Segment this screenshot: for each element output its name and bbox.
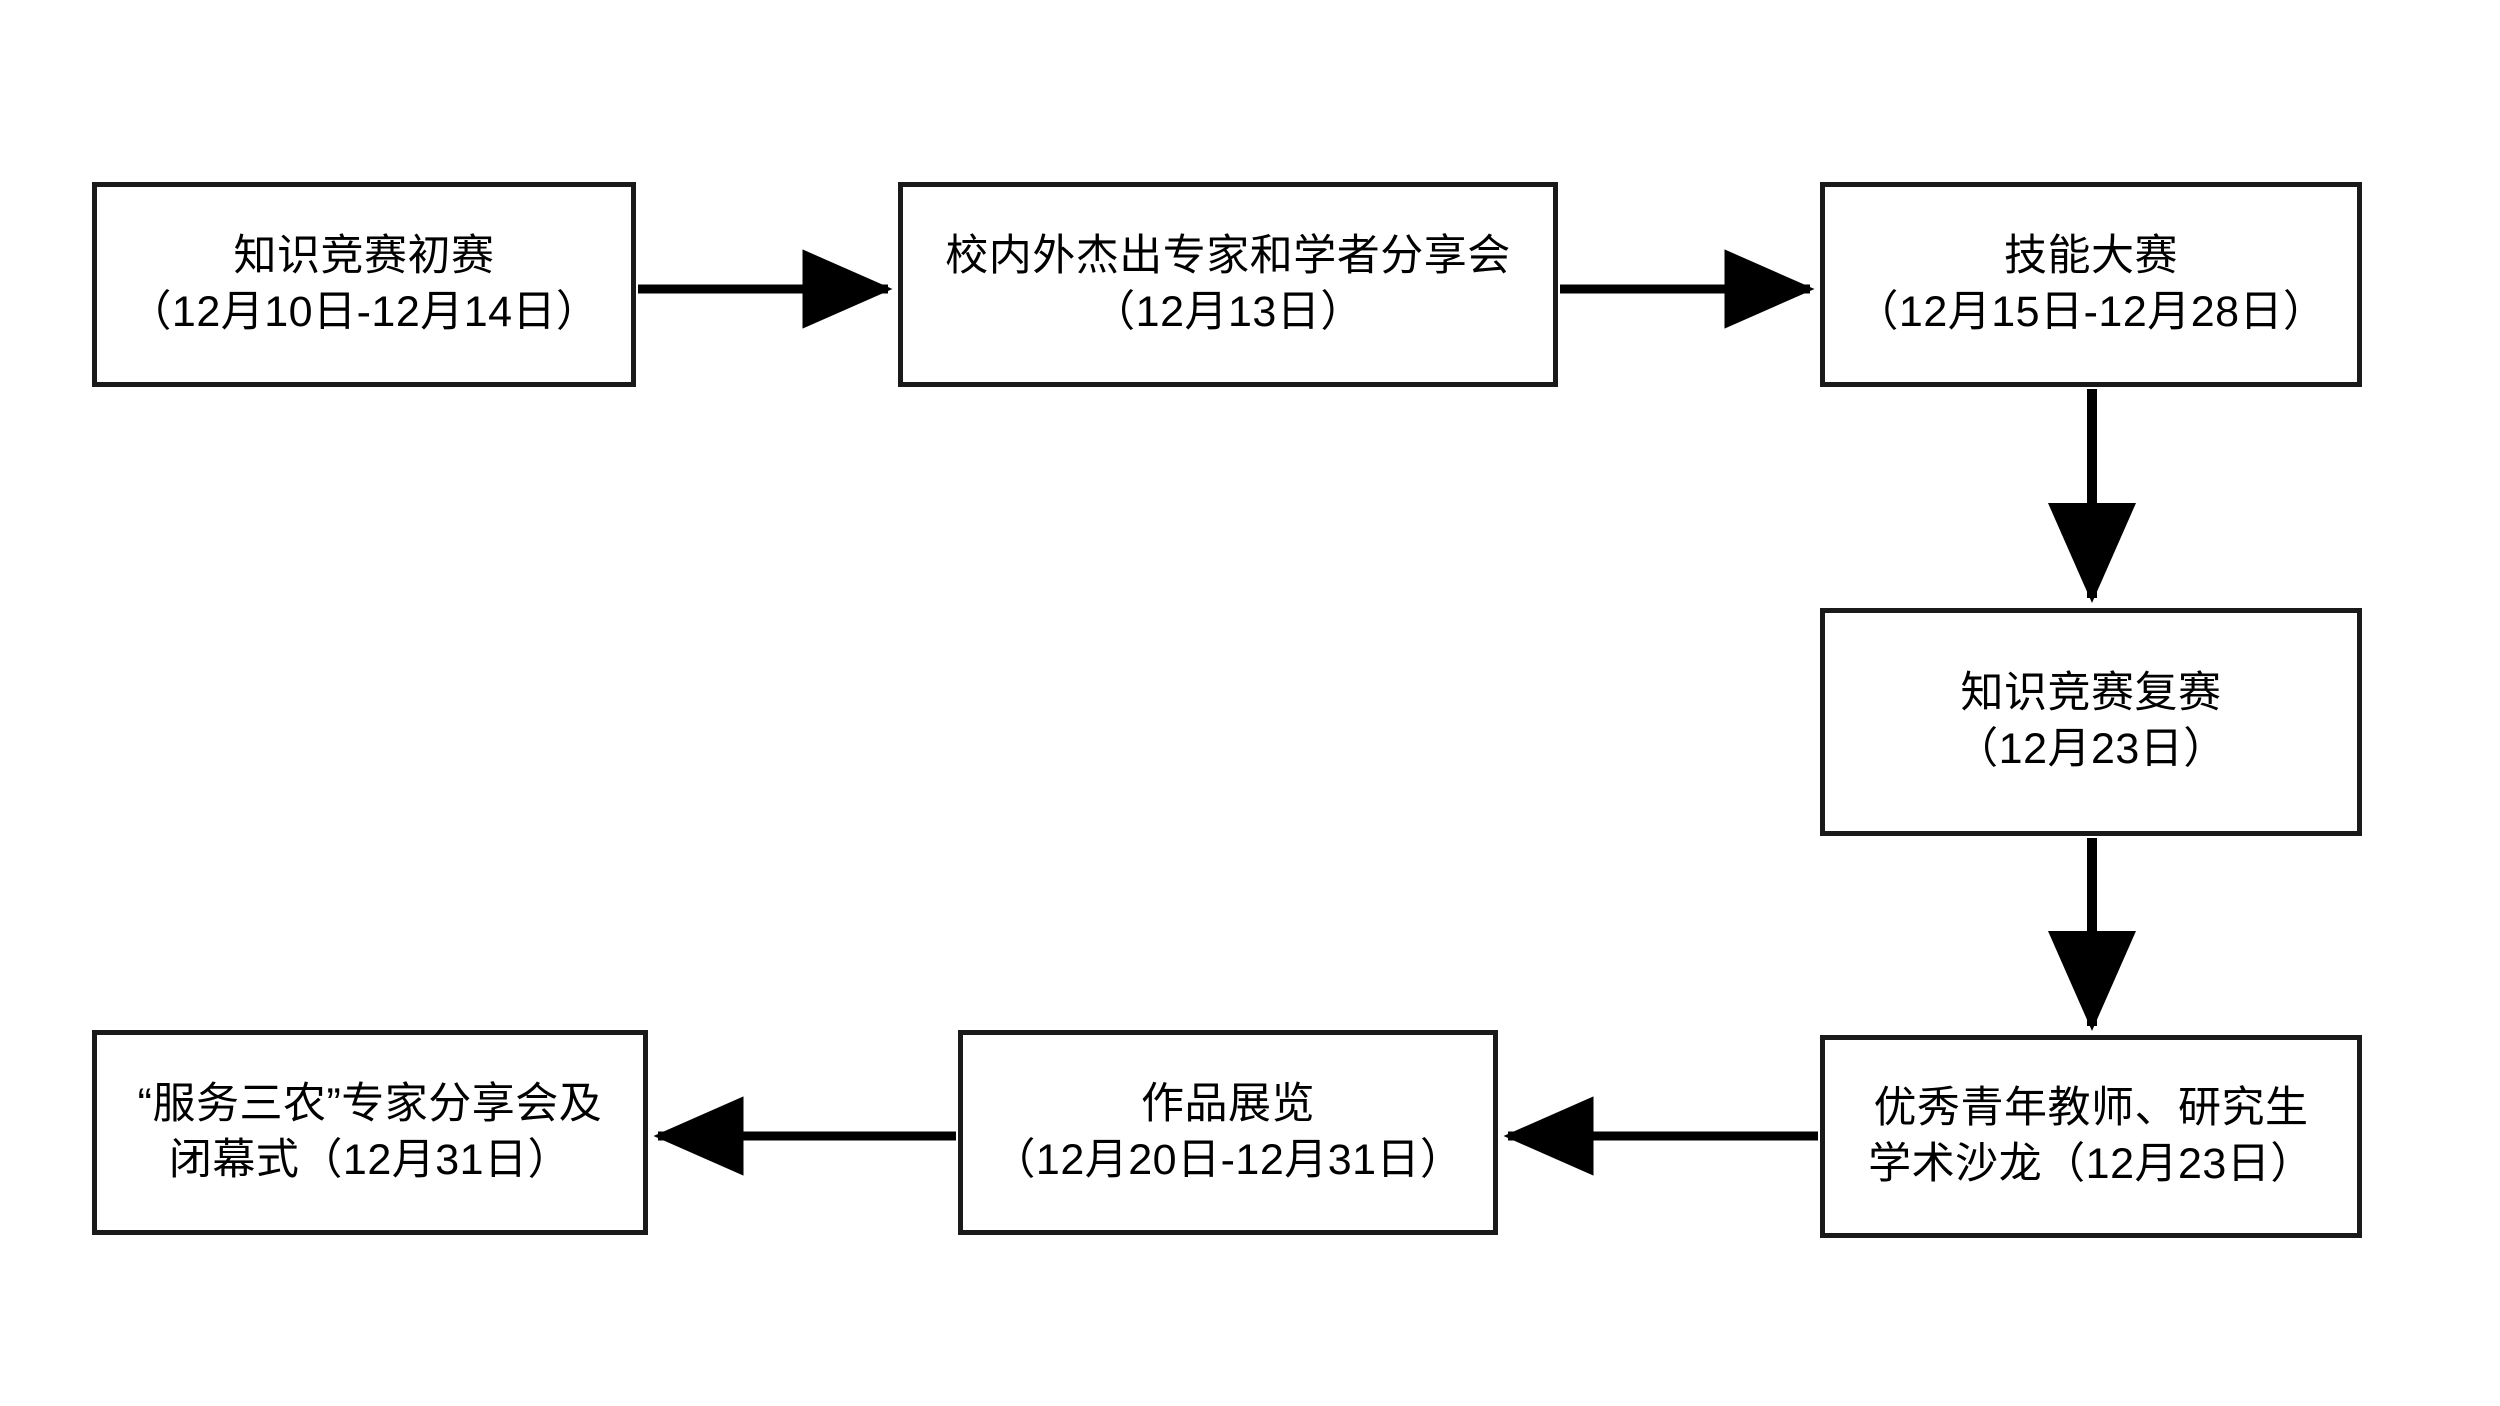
node-line-2: （12月23日）: [1955, 725, 2227, 773]
process-node-skills-competition[interactable]: 技能大赛 （12月15日-12月28日）: [1820, 182, 2362, 387]
node-line-2: 闭幕式（12月31日）: [168, 1135, 572, 1184]
process-node-academic-salon[interactable]: 优秀青年教师、研究生 学术沙龙（12月23日）: [1820, 1035, 2362, 1238]
node-line-2: （12月13日）: [1092, 287, 1364, 336]
node-line-2: （12月20日-12月31日）: [992, 1135, 1464, 1184]
process-node-knowledge-contest-semifinal[interactable]: 知识竞赛复赛 （12月23日）: [1820, 608, 2362, 836]
process-node-expert-scholar-sharing[interactable]: 校内外杰出专家和学者分享会 （12月13日）: [898, 182, 1558, 387]
process-node-closing-ceremony[interactable]: “服务三农”专家分享会及 闭幕式（12月31日）: [92, 1030, 648, 1235]
node-line-1: 作品展览: [1141, 1079, 1315, 1128]
node-line-1: 技能大赛: [2004, 231, 2178, 280]
node-line-1: 知识竞赛复赛: [1960, 669, 2222, 718]
process-node-knowledge-contest-prelim[interactable]: 知识竞赛初赛 （12月10日-12月14日）: [92, 182, 636, 387]
node-line-1: 校内外杰出专家和学者分享会: [945, 231, 1511, 280]
node-line-2: （12月15日-12月28日）: [1855, 287, 2327, 336]
node-line-2: 学术沙龙（12月23日）: [1868, 1139, 2314, 1188]
node-line-2: （12月10日-12月14日）: [128, 287, 600, 336]
node-line-1: “服务三农”专家分享会及: [137, 1079, 603, 1128]
node-line-1: 优秀青年教师、研究生: [1873, 1083, 2309, 1132]
process-node-works-exhibition[interactable]: 作品展览 （12月20日-12月31日）: [958, 1030, 1498, 1235]
node-line-1: 知识竞赛初赛: [233, 231, 495, 280]
